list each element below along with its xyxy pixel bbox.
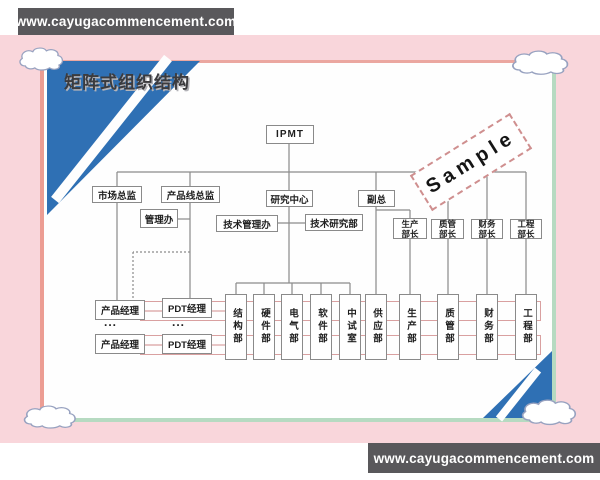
box-pdt-manager-2: PDT经理 (162, 334, 212, 354)
box-engineering-chief: 工程 部长 (510, 219, 542, 239)
box-engineering-dept: 工程部 (515, 294, 537, 360)
box-quality-chief: 质管 部长 (431, 219, 464, 239)
watermark-bar-bottom: www.cayugacommencement.com (368, 443, 600, 473)
box-hardware-dept: 硬件部 (253, 294, 275, 360)
box-software-dept: 软件部 (310, 294, 332, 360)
box-finance-dept: 财务部 (476, 294, 498, 360)
box-supply-dept: 供应部 (365, 294, 387, 360)
box-product-manager-1: 产品经理 (95, 300, 145, 320)
box-finance-chief: 财务 部长 (471, 219, 503, 239)
box-vice-president: 副总 (358, 190, 395, 207)
box-electrical-dept: 电气部 (281, 294, 303, 360)
box-production-dept: 生产部 (399, 294, 421, 360)
ellipsis-more-pdt-managers: ... (172, 315, 186, 329)
box-ipmt: IPMT (266, 125, 314, 144)
box-product-manager-2: 产品经理 (95, 334, 145, 354)
box-market-director: 市场总监 (92, 186, 142, 203)
box-tech-research-dept: 技术研究部 (305, 214, 363, 231)
box-management-office: 管理办 (140, 209, 178, 228)
box-pilot-test-room: 中试室 (339, 294, 361, 360)
box-product-line-director: 产品线总监 (161, 186, 220, 203)
slide-title: 矩阵式组织结构 (64, 73, 190, 92)
slide (40, 60, 556, 422)
box-structure-dept: 结构部 (225, 294, 247, 360)
ellipsis-more-product-managers: ... (104, 315, 118, 329)
box-pdt-manager-1: PDT经理 (162, 298, 212, 318)
box-production-chief: 生产 部长 (393, 218, 427, 239)
box-quality-dept: 质管部 (437, 294, 459, 360)
box-research-center: 研究中心 (266, 190, 313, 207)
watermark-bar-top: www.cayugacommencement.com (16, 8, 236, 35)
box-tech-management-office: 技术管理办 (216, 215, 278, 232)
